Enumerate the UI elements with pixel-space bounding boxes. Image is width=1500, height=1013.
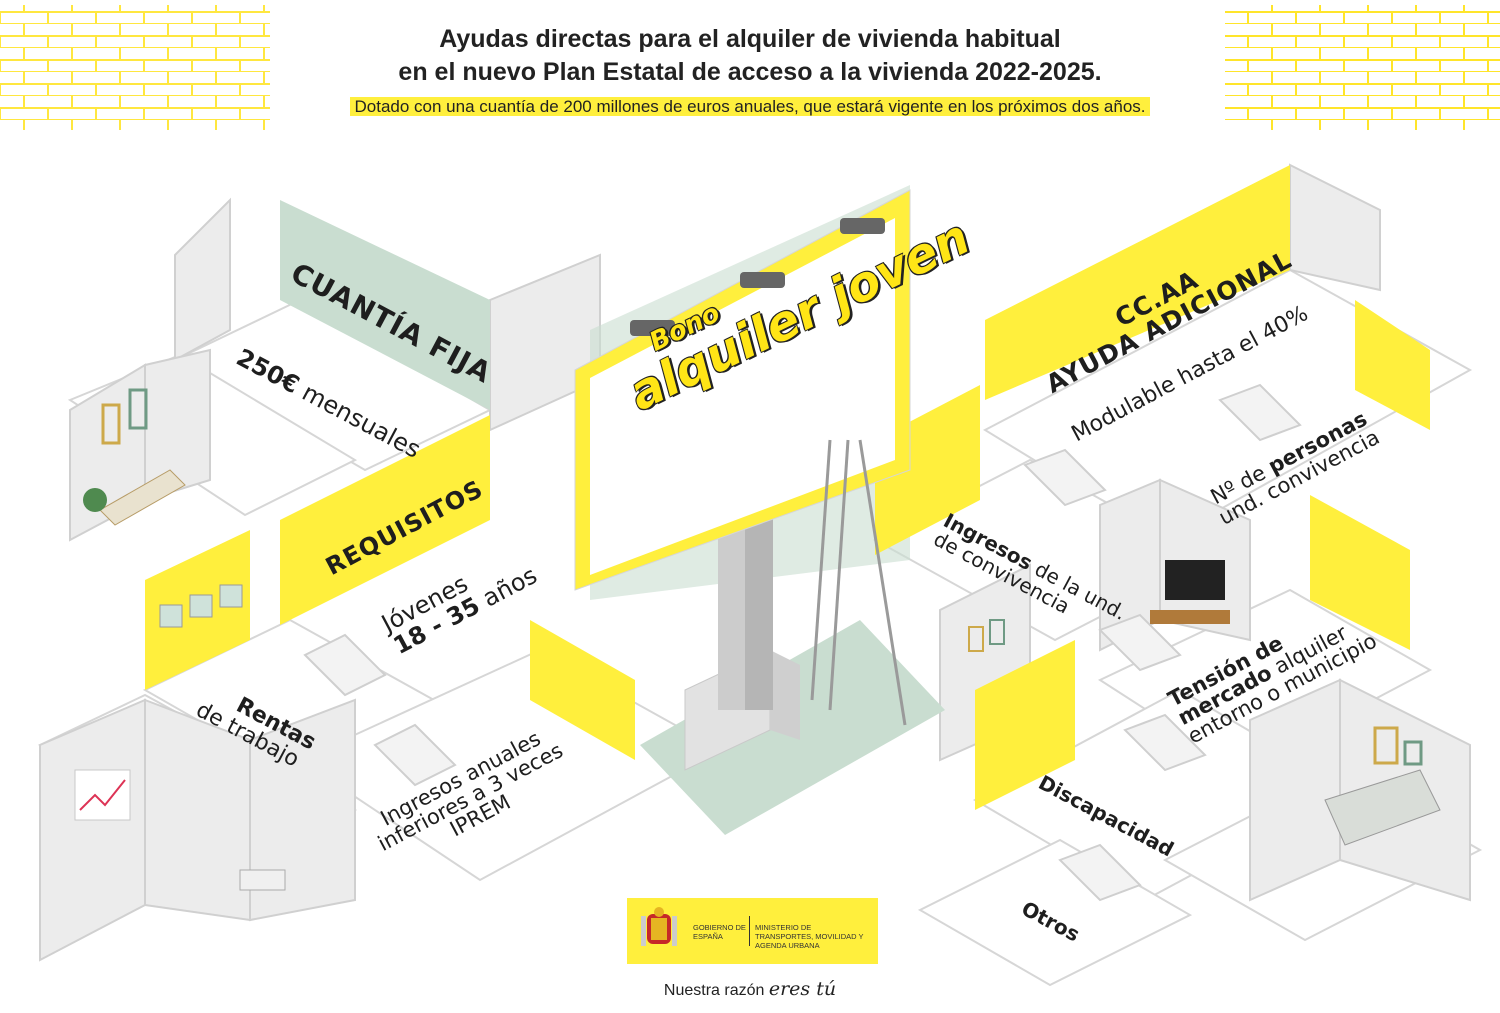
logo-divider [749, 916, 750, 946]
subtitle-text: Dotado con una cuantía de 200 millones d… [350, 97, 1150, 116]
brick-wall-left [0, 5, 270, 130]
brick-wall-right [1225, 5, 1500, 130]
footer-slogan-em: eres tú [768, 978, 837, 1000]
page-title-line1: Ayudas directas para el alquiler de vivi… [439, 25, 1061, 53]
footer-slogan-text: Nuestra razón [663, 982, 765, 999]
logo-gobierno: GOBIERNO DE ESPAÑA [693, 923, 746, 941]
page-title-line2: en el nuevo Plan Estatal de acceso a la … [398, 58, 1102, 86]
page-subtitle: Dotado con una cuantía de 200 millones d… [0, 97, 1500, 117]
government-logo: GOBIERNO DE ESPAÑA MINISTERIO DE TRANSPO… [627, 898, 878, 964]
coat-of-arms-icon [641, 907, 677, 946]
footer-slogan: Nuestra razón eres tú [0, 978, 1500, 1000]
logo-ministerio: MINISTERIO DE TRANSPORTES, MOVILIDAD Y A… [755, 923, 864, 950]
